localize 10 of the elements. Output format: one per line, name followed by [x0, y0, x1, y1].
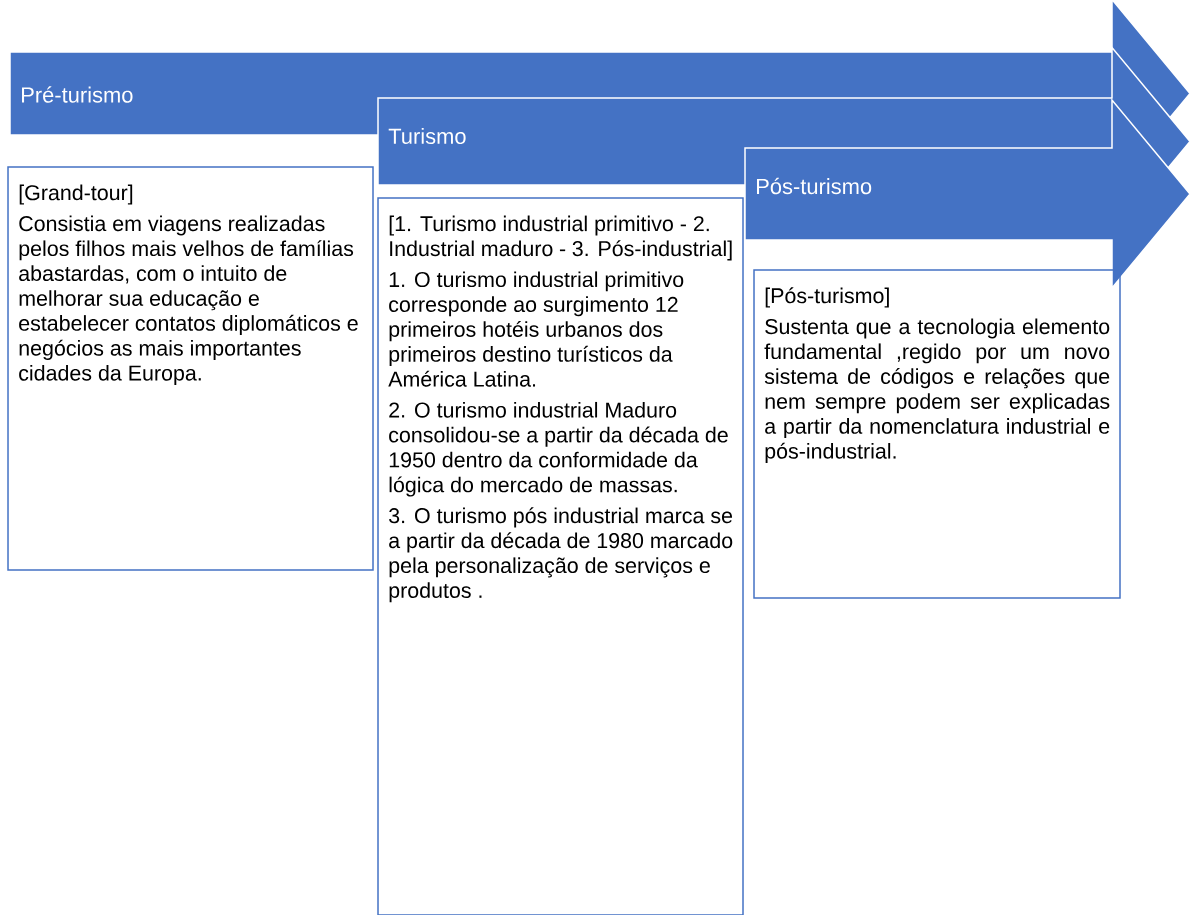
text-box: [377, 197, 744, 915]
text-box: [753, 269, 1121, 599]
paragraph: Consistia em viagens realizadas pelos filhos mais velhos de famílias abastardas, com o intuito de melhorar sua educação e estabelecer contatos diplomáticos e negócios as mais importantes cidades da Europa.: [19, 215, 358, 385]
node-label: Turismo: [388, 127, 466, 145]
paragraph: 1. O turismo industrial primitivo corresponde ao surgimento 12 primeiros hotéis urbanos dos primeiros destino turísticos da América Latina.: [388, 271, 684, 387]
paragraph: Sustenta que a tecnologia elemento fundamental ,regido por um novo sistema de códigos e relações que nem sempre podem ser explicadas a partir da nomenclatura industrial e pós-industrial.: [764, 318, 1110, 463]
text-box: [7, 166, 374, 571]
paragraph: 2. O turismo industrial Maduro consolidou-se a partir da década de 1950 dentro da conformidade da lógica do mercado de massas.: [389, 401, 728, 497]
paragraph: 3. O turismo pós industrial marca se a partir da década de 1980 marcado pela personalização de serviços e produtos .: [389, 507, 733, 603]
node-label: Pré-turismo: [22, 86, 133, 103]
